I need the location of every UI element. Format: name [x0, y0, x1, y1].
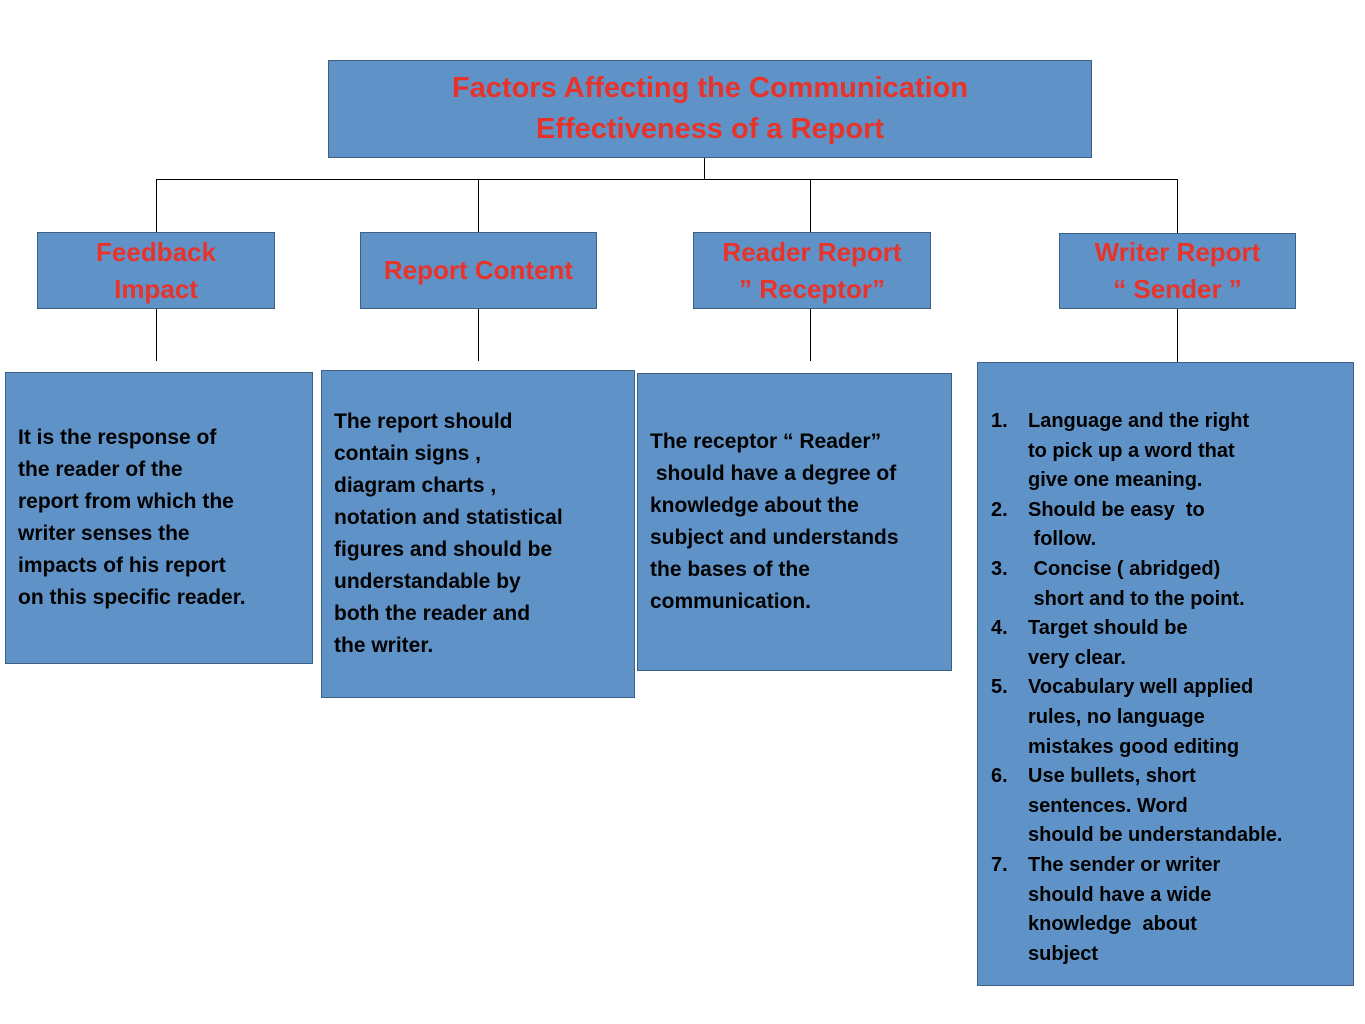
connector-to-content [478, 179, 479, 232]
feedback-desc-line: the reader of the [18, 458, 183, 481]
connector-horizontal-bar [156, 179, 1178, 180]
list-number: 1. [991, 410, 1008, 432]
list-item: 5. Vocabulary well applied rules, no lan… [991, 673, 1282, 762]
list-item: 7. The sender or writer should have a wi… [991, 851, 1282, 969]
writer-criteria-list: 1. Language and the right to pick up a w… [991, 407, 1282, 969]
content-heading-line-1: Report Content [383, 255, 574, 285]
list-number: 6. [991, 765, 1008, 788]
list-text: The sender or writer should have a wide … [1028, 853, 1221, 965]
content-desc-line: the writer. [334, 634, 434, 657]
feedback-description-box: It is the response of the reader of the … [5, 372, 313, 664]
writer-description-box: 1. Language and the right to pick up a w… [977, 362, 1354, 986]
title-line-1: Factors Affecting the Communication [451, 72, 969, 104]
content-desc-line: contain signs , [334, 442, 482, 465]
feedback-heading-box: Feedback Impact [37, 232, 275, 309]
title-box: Factors Affecting the Communication Effe… [328, 60, 1092, 158]
writer-heading-line-1: Writer Report [1094, 237, 1261, 267]
title-line-2: Effectiveness of a Report [535, 113, 885, 145]
content-description-box: The report should contain signs , diagra… [321, 370, 635, 698]
reader-desc-line: knowledge about the [650, 494, 859, 517]
list-text: Language and the right to pick up a word… [1028, 410, 1250, 492]
list-text: Concise ( abridged) short and to the poi… [1028, 557, 1245, 610]
reader-desc-line: The receptor “ Reader” [650, 430, 882, 453]
list-number: 2. [991, 498, 1008, 521]
feedback-heading-line-1: Feedback [96, 236, 216, 267]
content-desc-line: diagram charts , [334, 474, 497, 497]
list-item: 1. Language and the right to pick up a w… [991, 407, 1282, 496]
content-desc-line: understandable by [334, 570, 521, 593]
writer-heading-line-2: “ Sender ” [1113, 274, 1242, 304]
content-desc-line: both the reader and [334, 602, 531, 625]
reader-desc-line: the bases of the [650, 558, 810, 581]
list-item: 4. Target should be very clear. [991, 614, 1282, 673]
connector-to-reader [810, 179, 811, 232]
writer-heading-box: Writer Report “ Sender ” [1059, 233, 1296, 309]
reader-desc-line: communication. [650, 590, 812, 613]
feedback-desc-line: It is the response of [18, 426, 217, 449]
connector-content-desc [478, 309, 479, 361]
reader-description-box: The receptor “ Reader” should have a deg… [637, 373, 952, 671]
feedback-desc-line: impacts of his report [18, 554, 226, 577]
connector-writer-desc [1177, 309, 1178, 362]
list-number: 3. [991, 557, 1008, 580]
list-text: Vocabulary well applied rules, no langua… [1028, 676, 1254, 758]
content-desc-line: notation and statistical [334, 506, 563, 529]
list-text: Use bullets, short sentences. Word shoul… [1028, 765, 1283, 847]
content-desc-line: The report should [334, 410, 513, 433]
list-number: 4. [991, 617, 1008, 640]
reader-heading-box: Reader Report ” Receptor” [693, 232, 931, 309]
feedback-heading-line-2: Impact [114, 273, 198, 304]
content-desc-line: figures and should be [334, 538, 553, 561]
connector-feedback-desc [156, 309, 157, 361]
list-text: Target should be very clear. [1028, 617, 1188, 669]
list-item: 3. Concise ( abridged) short and to the … [991, 555, 1282, 614]
reader-desc-line: should have a degree of [650, 462, 897, 485]
feedback-desc-line: writer senses the [18, 522, 190, 545]
list-text: Should be easy to follow. [1028, 498, 1205, 551]
reader-desc-line: subject and understands [650, 526, 899, 549]
reader-heading-line-2: ” Receptor” [739, 273, 885, 304]
reader-heading-line-1: Reader Report [722, 236, 902, 267]
list-item: 6. Use bullets, short sentences. Word sh… [991, 762, 1282, 851]
connector-to-writer [1177, 179, 1178, 233]
feedback-desc-line: report from which the [18, 490, 234, 513]
feedback-desc-line: on this specific reader. [18, 586, 246, 609]
connector-title-down [704, 158, 705, 179]
connector-to-feedback [156, 179, 157, 232]
content-heading-box: Report Content [360, 232, 597, 309]
list-number: 5. [991, 676, 1008, 699]
list-item: 2. Should be easy to follow. [991, 496, 1282, 555]
list-number: 7. [991, 853, 1008, 876]
connector-reader-desc [810, 309, 811, 361]
